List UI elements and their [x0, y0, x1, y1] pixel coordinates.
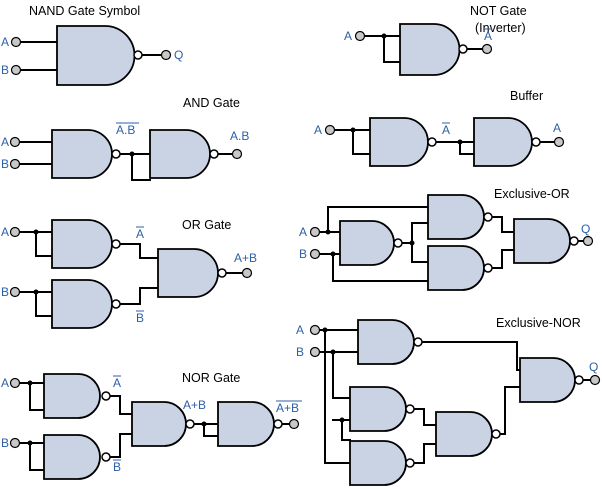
label-b-bar: B — [136, 311, 144, 325]
label-b-bar: B — [113, 460, 121, 474]
not-gate — [399, 23, 461, 76]
output-pin-a-plus-b — [241, 267, 253, 279]
label-a: A — [553, 121, 561, 135]
or-gate-nand-b — [51, 279, 113, 329]
nor-gate-section: NOR Gate A B A B A+B A+B — [1, 371, 302, 480]
input-pin-a — [324, 124, 336, 136]
buffer-nand-1 — [369, 117, 429, 167]
or-gate-nand-out — [157, 248, 219, 298]
label-a-plus-b: A+B — [183, 398, 206, 412]
buffer-section: Buffer A A A — [314, 89, 565, 167]
input-pin-b — [10, 64, 22, 76]
label-a-bar: A — [484, 29, 492, 43]
xor-nand-out — [513, 218, 571, 264]
nand-symbol-section: NAND Gate Symbol A B Q — [1, 4, 183, 86]
label-a: A — [314, 123, 322, 137]
label-a: A — [1, 135, 9, 149]
nand-symbol-title: NAND Gate Symbol — [29, 4, 140, 18]
not-gate-title: NOT Gate — [470, 4, 527, 18]
label-b: B — [1, 285, 9, 299]
label-ab-bar: A.B — [116, 123, 135, 137]
xor-nand-1 — [339, 220, 395, 266]
input-pin-b — [309, 248, 321, 260]
label-ab: A.B — [230, 129, 249, 143]
xnor-nand-3 — [349, 440, 407, 486]
output-pin-a-bar — [481, 43, 493, 55]
and-gate-nand-2 — [149, 129, 211, 179]
output-pin-q — [582, 235, 594, 247]
not-gate-section: NOT Gate (Inverter) A A — [344, 4, 527, 76]
xnor-nand-1 — [357, 319, 415, 365]
nor-gate-nand-mid — [131, 401, 187, 447]
input-pin-b — [9, 437, 21, 449]
label-a-bar: A — [113, 376, 121, 390]
nor-gate-nand-out — [217, 401, 275, 447]
label-a-bar: A — [442, 123, 450, 137]
xnor-nand-2 — [349, 386, 407, 432]
input-pin-a — [309, 324, 321, 336]
label-a-bar: A — [136, 227, 144, 241]
xor-nand-3 — [427, 245, 485, 291]
input-pin-b — [9, 158, 21, 170]
and-gate-title: AND Gate — [183, 96, 240, 110]
input-pin-a — [354, 30, 366, 42]
input-pin-a — [9, 226, 21, 238]
label-a: A — [1, 225, 9, 239]
input-pin-a — [9, 136, 21, 148]
or-gate-nand-a — [51, 219, 113, 269]
xnor-section: Exclusive-NOR A B Q — [296, 316, 601, 486]
label-b: B — [1, 63, 9, 77]
output-pin-a — [553, 136, 565, 148]
xnor-nand-4 — [435, 411, 493, 457]
input-pin-b — [9, 286, 21, 298]
output-pin-q — [589, 374, 601, 386]
label-q: Q — [581, 222, 590, 236]
and-gate-nand-1 — [51, 129, 113, 179]
label-b: B — [299, 247, 307, 261]
output-pin-nor — [288, 418, 300, 430]
label-b: B — [1, 157, 9, 171]
nor-gate-nand-b — [43, 434, 101, 480]
label-q: Q — [174, 48, 183, 62]
xnor-nand-out — [519, 357, 576, 403]
output-pin-q — [160, 49, 172, 61]
label-b: B — [1, 436, 9, 450]
xnor-title: Exclusive-NOR — [496, 316, 581, 330]
nor-gate-title: NOR Gate — [182, 371, 240, 385]
input-pin-b — [309, 346, 321, 358]
not-gate-subtitle: (Inverter) — [475, 21, 526, 35]
nor-gate-nand-a — [43, 373, 101, 419]
label-a: A — [296, 323, 304, 337]
output-pin-ab — [231, 148, 243, 160]
buffer-nand-2 — [473, 117, 533, 167]
label-a: A — [299, 225, 307, 239]
label-a: A — [1, 376, 9, 390]
label-a-plus-b-bar: A+B — [276, 401, 299, 415]
label-a: A — [1, 35, 9, 49]
input-pin-a — [9, 377, 21, 389]
label-a: A — [344, 29, 352, 43]
nand-symbol-gate — [56, 25, 136, 86]
label-q: Q — [589, 360, 598, 374]
buffer-title: Buffer — [510, 89, 543, 103]
input-pin-a — [10, 36, 22, 48]
label-b: B — [296, 345, 304, 359]
and-gate-section: AND Gate A B A.B A.B — [1, 96, 249, 181]
xor-section: Exclusive-OR A B Q — [299, 187, 594, 291]
label-a-plus-b: A+B — [234, 251, 257, 265]
xor-nand-2 — [427, 194, 485, 240]
input-pin-a — [309, 226, 321, 238]
xor-title: Exclusive-OR — [494, 187, 570, 201]
or-gate-title: OR Gate — [182, 218, 231, 232]
or-gate-section: OR Gate A B A B A+B — [1, 218, 257, 329]
